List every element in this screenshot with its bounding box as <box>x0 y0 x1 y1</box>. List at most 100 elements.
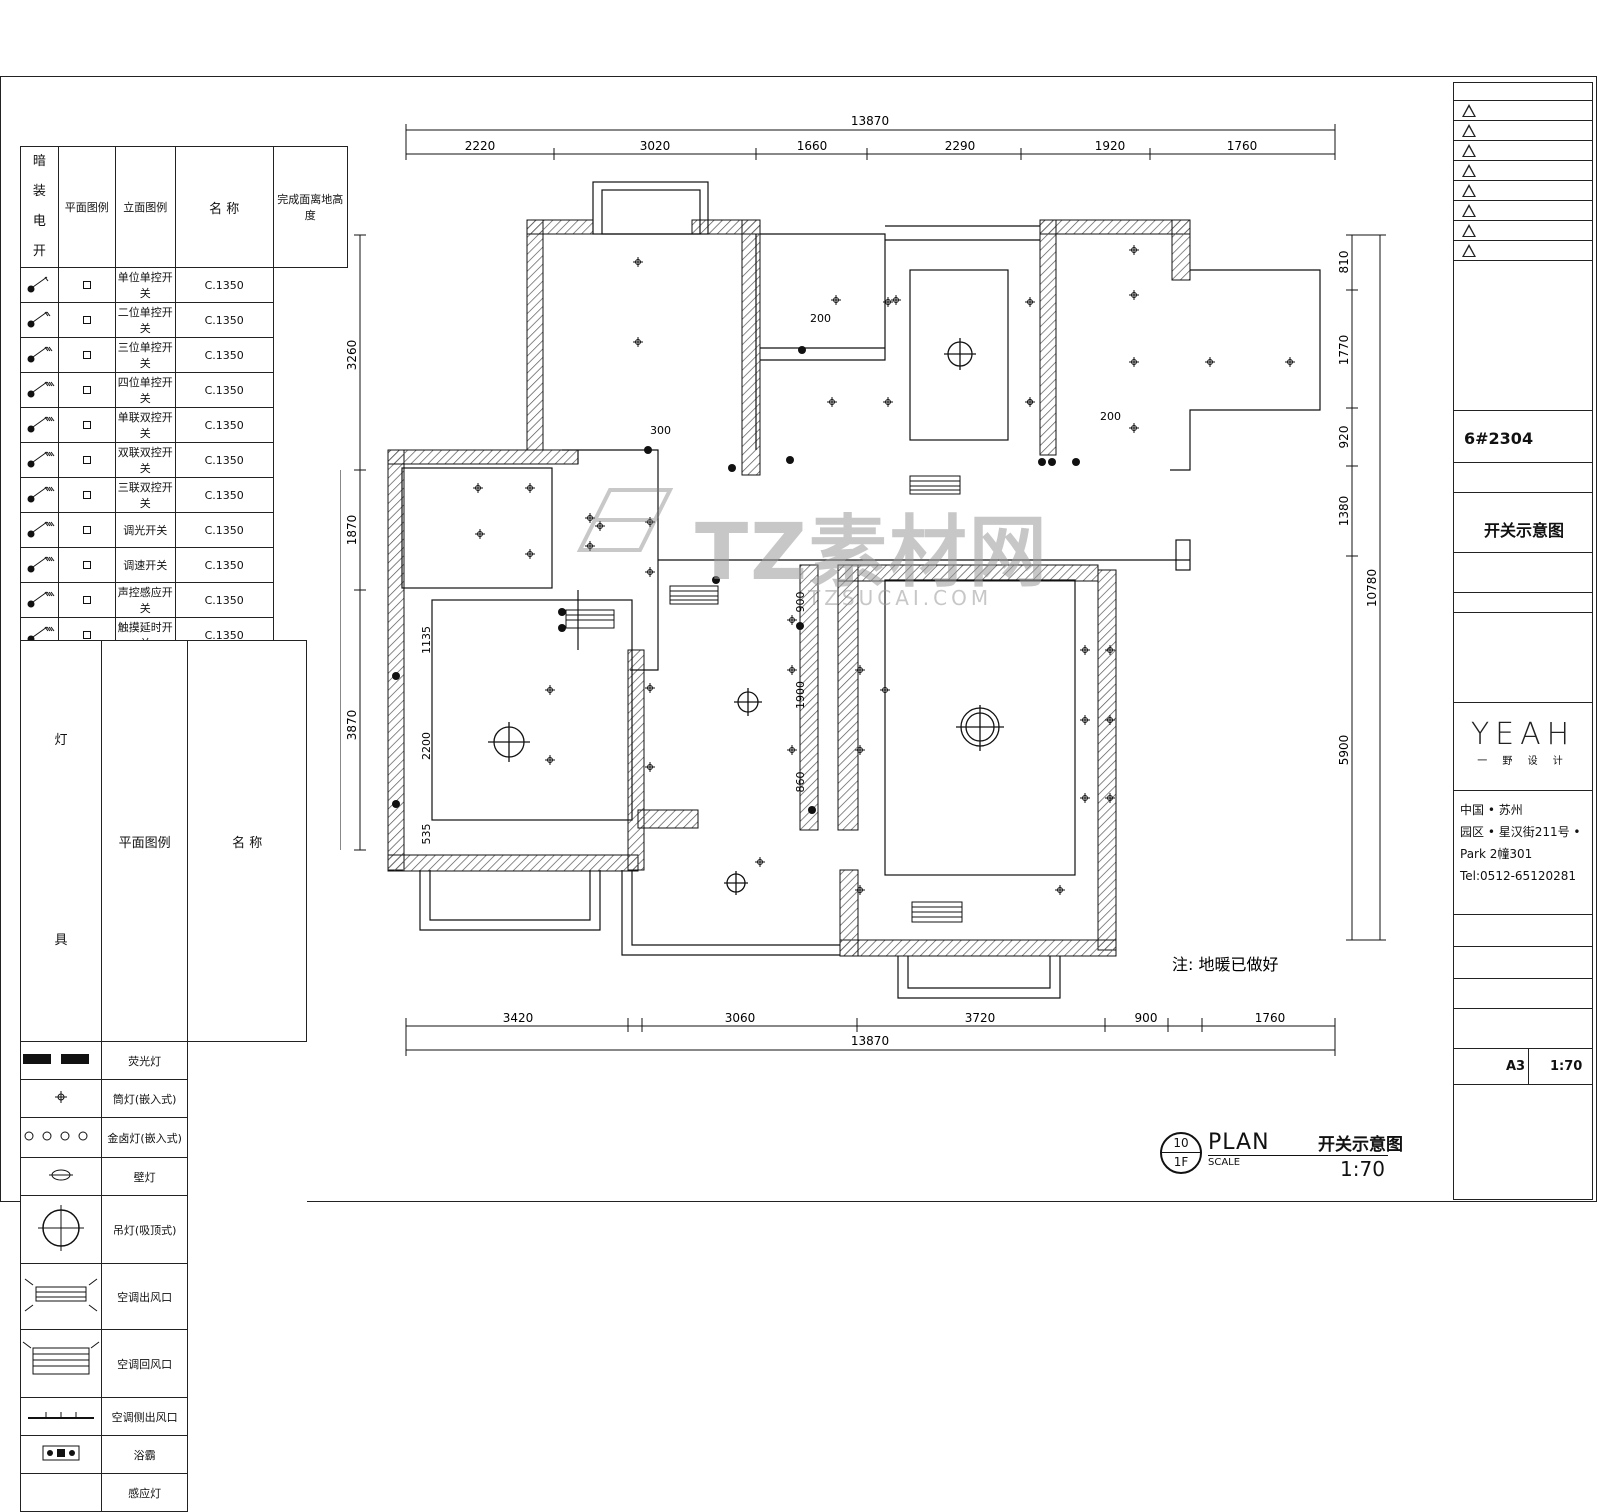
fixture-legend-row: 空调侧出风口 <box>20 1397 307 1436</box>
ac-supply-vent-icon <box>20 1263 102 1330</box>
revision-triangle-icon <box>1462 104 1476 117</box>
switch-elevation-symbol-icon <box>57 442 116 478</box>
right-dim-3: 920 <box>1337 426 1351 449</box>
revision-row <box>1454 181 1592 201</box>
downlight-markers <box>473 245 1295 895</box>
client-row <box>1454 463 1592 493</box>
fixture-legend-table: 灯具 平面图例 名 称 荧光灯筒灯(嵌入式)金卤灯(嵌入式)壁灯吊灯(吸顶式)空… <box>20 640 307 1512</box>
switch-elevation-symbol-icon <box>57 372 116 408</box>
fixture-legend-row: 筒灯(嵌入式) <box>20 1079 307 1118</box>
switch-plan-symbol-icon <box>20 582 59 618</box>
right-dim-5: 5900 <box>1337 735 1351 766</box>
bottom-dim-3: 3720 <box>965 1011 996 1025</box>
fixture-name: 空调侧出风口 <box>100 1397 189 1436</box>
switch-height: C.1350 <box>174 267 274 303</box>
fixture-legend-row: 空调回风口 <box>20 1329 307 1398</box>
plan-title-rule <box>1208 1155 1388 1156</box>
fixture-legend-row: 浴霸 <box>20 1435 307 1474</box>
fixture-legend-row: 荧光灯 <box>20 1041 307 1080</box>
switch-height: C.1350 <box>174 547 274 583</box>
switch-name: 三联双控开关 <box>114 477 176 513</box>
revision-triangle-icon <box>1462 164 1476 177</box>
top-dim-3: 1660 <box>797 139 828 153</box>
checker-row <box>1454 915 1592 947</box>
fixture-legend-row: 吊灯(吸顶式) <box>20 1195 307 1264</box>
watermark-logo-icon <box>576 488 674 552</box>
switch-plan-symbol-icon <box>20 512 59 548</box>
revision-row <box>1454 121 1592 141</box>
switch-plan-symbol-icon <box>20 547 59 583</box>
revision-triangle-icon <box>1462 144 1476 157</box>
revision-triangle-icon <box>1462 244 1476 257</box>
header-plan-symbol: 平面图例 <box>57 146 116 268</box>
switch-points <box>392 346 1080 814</box>
revision-rows <box>1454 101 1592 261</box>
switch-name: 单联双控开关 <box>114 407 176 443</box>
ceiling-lamp-icon <box>20 1195 102 1264</box>
switch-height: C.1350 <box>174 442 274 478</box>
inner-dim-200b: 200 <box>1100 410 1121 423</box>
inner-dim-1135: 1135 <box>420 626 433 654</box>
bottom-dim-4: 900 <box>1135 1011 1158 1025</box>
switch-height: C.1350 <box>174 582 274 618</box>
fixture-name: 壁灯 <box>100 1157 189 1196</box>
blank-row <box>1454 613 1592 703</box>
ac-return-vent-icon <box>20 1329 102 1398</box>
revision-triangle-icon <box>1462 204 1476 217</box>
drawer-row <box>1454 979 1592 1009</box>
top-dim-6: 1760 <box>1227 139 1258 153</box>
title-block: 6#2304 开关示意图 YEAH 一 野 设 计 中国 • 苏州 园区 • 星… <box>1453 82 1593 1200</box>
wall-outlines <box>401 181 1321 999</box>
fixture-name: 荧光灯 <box>100 1041 189 1080</box>
fixture-group-label: 灯具 <box>20 640 102 1042</box>
header-plan-symbol: 平面图例 <box>100 640 189 1042</box>
switch-height: C.1350 <box>174 407 274 443</box>
switch-group-label: 暗装电开 <box>20 146 59 268</box>
plan-cn-title: 开关示意图 <box>1318 1135 1403 1155</box>
date-row <box>1454 1009 1592 1049</box>
designer-row <box>1454 553 1592 593</box>
revision-row <box>1454 221 1592 241</box>
bottom-total-dim: 13870 <box>851 1034 889 1048</box>
fixture-legend-row: 壁灯 <box>20 1157 307 1196</box>
switch-elevation-symbol-icon <box>57 512 116 548</box>
switch-name: 三位单控开关 <box>114 337 176 373</box>
switch-plan-symbol-icon <box>20 442 59 478</box>
header-name: 名 称 <box>174 146 274 268</box>
drawing-title-row: 开关示意图 <box>1454 493 1592 553</box>
header-height: 完成面离地高度 <box>272 146 349 268</box>
air-vents <box>565 475 963 923</box>
watermark-main: TZ素材网 <box>695 508 1049 598</box>
bath-heater-icon <box>20 1435 102 1474</box>
fixture-name: 浴霸 <box>100 1435 189 1474</box>
floor-heating-note: 注: 地暖已做好 <box>1172 955 1278 974</box>
inner-dim-200a: 200 <box>810 312 831 325</box>
revision-triangle-icon <box>1462 224 1476 237</box>
scale-label: SCALE <box>1208 1157 1241 1168</box>
plan-word: PLAN <box>1208 1130 1270 1155</box>
revision-row <box>1454 161 1592 181</box>
fixture-name: 空调回风口 <box>100 1329 189 1398</box>
left-dimensions <box>340 234 366 851</box>
switch-name: 声控感应开关 <box>114 582 176 618</box>
metal-halide-lamp-icon <box>20 1117 102 1158</box>
bottom-dim-1: 3420 <box>503 1011 534 1025</box>
project-row: 6#2304 <box>1454 411 1592 463</box>
switch-plan-symbol-icon <box>20 477 59 513</box>
fixture-name: 筒灯(嵌入式) <box>100 1079 189 1118</box>
switch-height: C.1350 <box>174 302 274 338</box>
switch-name: 调速开关 <box>114 547 176 583</box>
revision-triangle-icon <box>1462 124 1476 137</box>
switch-plan-symbol-icon <box>20 302 59 338</box>
watermark-sub: TZSUCAI.COM <box>808 586 993 610</box>
switch-elevation-symbol-icon <box>57 547 116 583</box>
logo-block: YEAH 一 野 设 计 <box>1454 703 1592 791</box>
top-dim-5: 1920 <box>1095 139 1126 153</box>
floor-plan: 13870 2220 3020 1660 2290 1920 1760 3420… <box>340 114 1386 1056</box>
logo-sub: 一 野 设 计 <box>1477 756 1569 767</box>
